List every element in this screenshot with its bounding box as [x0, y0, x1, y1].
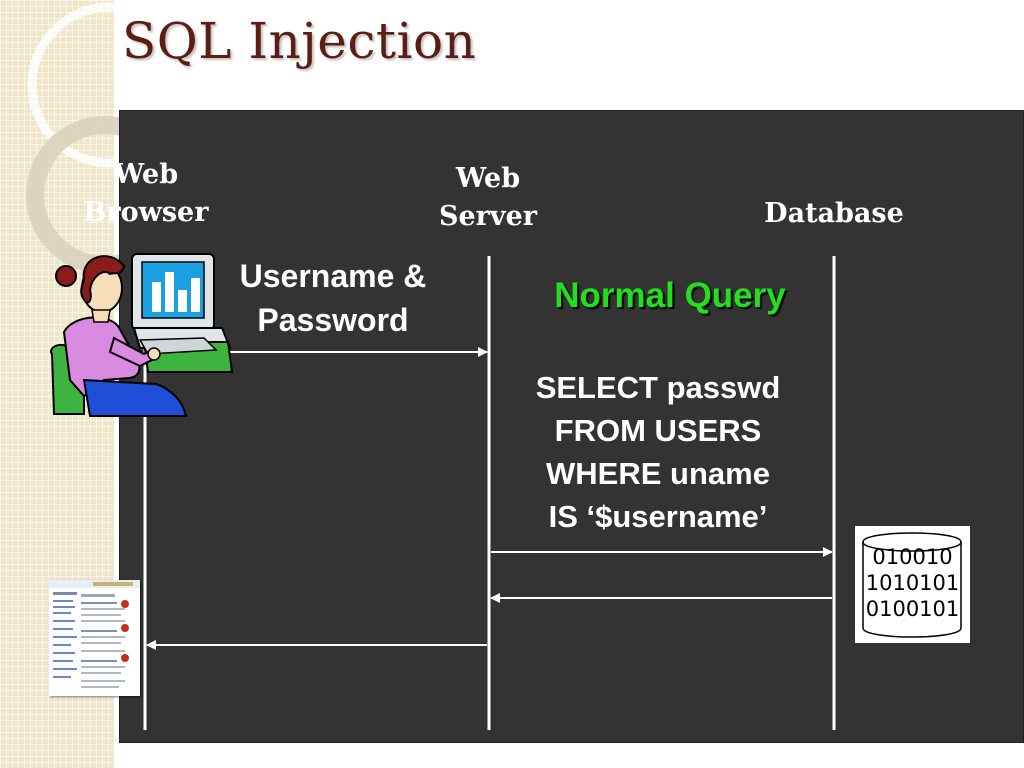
label-web-browser: Web Browser — [66, 156, 226, 232]
sql-statement: SELECT passwd FROM USERS WHERE uname IS … — [500, 366, 816, 538]
database-binary-line3: 0100101 — [865, 597, 960, 621]
label-web-browser-line1: Web — [113, 159, 179, 190]
slide-title: SQL Injection — [122, 12, 477, 70]
database-binary-line2: 1010101 — [865, 571, 960, 595]
sql-line-4: IS ‘$username’ — [548, 499, 768, 534]
message-credentials: Username & Password — [210, 254, 456, 342]
database-cylinder-icon — [855, 526, 970, 643]
sql-line-3: WHERE uname — [546, 456, 770, 491]
web-page-thumbnail-icon — [49, 580, 140, 696]
message-credentials-line2: Password — [257, 302, 409, 338]
label-database: Database — [748, 195, 920, 233]
label-web-server: Web Server — [418, 160, 558, 236]
label-web-browser-line2: Browser — [83, 197, 209, 228]
sql-line-2: FROM USERS — [554, 413, 762, 448]
sql-line-1: SELECT passwd — [535, 370, 781, 405]
label-database-text: Database — [764, 198, 904, 229]
user-at-computer-icon — [50, 253, 234, 417]
message-credentials-line1: Username & — [239, 258, 427, 294]
database-binary-line1: 010010 — [872, 545, 953, 569]
label-web-server-line2: Server — [439, 201, 537, 232]
normal-query-label: Normal Query — [554, 276, 786, 315]
database-binary-text: 010010 1010101 0100101 — [858, 544, 967, 622]
label-web-server-line1: Web — [455, 163, 521, 194]
